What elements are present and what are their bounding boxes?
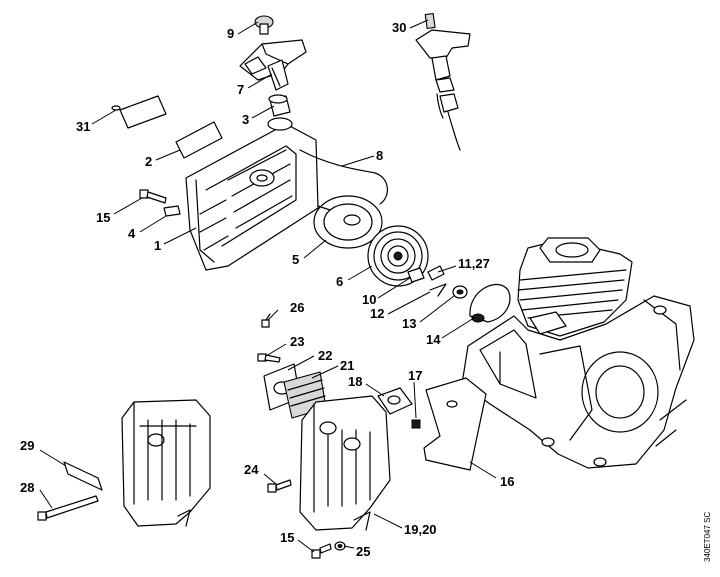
screw-15-bottom <box>311 543 332 559</box>
label-10: 10 <box>362 292 376 307</box>
muffler-left <box>121 399 211 527</box>
starter-grip-alt <box>415 12 471 151</box>
label-17: 17 <box>408 368 422 383</box>
label-2: 2 <box>145 154 152 169</box>
label-21: 21 <box>340 358 354 373</box>
sleeve <box>163 205 181 217</box>
label-13: 13 <box>402 316 416 331</box>
pawl <box>407 267 425 283</box>
label-22: 22 <box>318 348 332 363</box>
leader-lines <box>39 19 497 553</box>
label-11-27: 11,27 <box>458 256 490 271</box>
muffler-plate <box>63 461 103 491</box>
label-12: 12 <box>370 306 384 321</box>
label-5: 5 <box>292 252 299 267</box>
rope-rotor <box>313 195 383 249</box>
small-plate <box>111 95 167 129</box>
label-3: 3 <box>242 112 249 127</box>
label-18: 18 <box>348 374 362 389</box>
muffler-gasket <box>377 387 413 415</box>
reference-code: 340ET047 SC <box>703 512 712 562</box>
nut <box>452 285 468 299</box>
fan-housing <box>185 117 319 271</box>
washer <box>427 265 445 281</box>
label-28: 28 <box>20 480 34 495</box>
label-8: 8 <box>376 148 383 163</box>
label-29: 29 <box>20 438 34 453</box>
label-9: 9 <box>227 26 234 41</box>
label-6: 6 <box>336 274 343 289</box>
label-19-20: 19,20 <box>404 522 437 537</box>
screw-28 <box>37 495 99 521</box>
heat-shield <box>423 377 487 471</box>
label-15-bottom: 15 <box>280 530 294 545</box>
spring-clip <box>429 283 447 297</box>
label-31: 31 <box>76 119 90 134</box>
label-4: 4 <box>128 226 136 241</box>
label-24: 24 <box>244 462 259 477</box>
label-23: 23 <box>290 334 304 349</box>
label-14: 14 <box>426 332 441 347</box>
washer-25 <box>334 541 346 551</box>
label-7: 7 <box>237 82 244 97</box>
starter-rope <box>299 149 388 205</box>
screw-17 <box>411 419 421 429</box>
crankcase <box>461 295 695 469</box>
muffler-right <box>299 395 391 531</box>
label-16: 16 <box>500 474 514 489</box>
cylinder <box>517 237 633 337</box>
label-1: 1 <box>154 238 161 253</box>
screw-23 <box>257 353 281 363</box>
label-15-top: 15 <box>96 210 110 225</box>
starter-grip <box>239 39 307 91</box>
cover-plate <box>175 121 223 159</box>
label-25: 25 <box>356 544 370 559</box>
label-26: 26 <box>290 300 304 315</box>
screw-24 <box>267 479 292 493</box>
label-30: 30 <box>392 20 406 35</box>
screw-26 <box>261 313 271 328</box>
starter-cup <box>469 284 511 323</box>
rope-guide-bushing <box>268 94 291 117</box>
screw-15-top <box>139 189 167 204</box>
grip-plug <box>254 15 274 35</box>
